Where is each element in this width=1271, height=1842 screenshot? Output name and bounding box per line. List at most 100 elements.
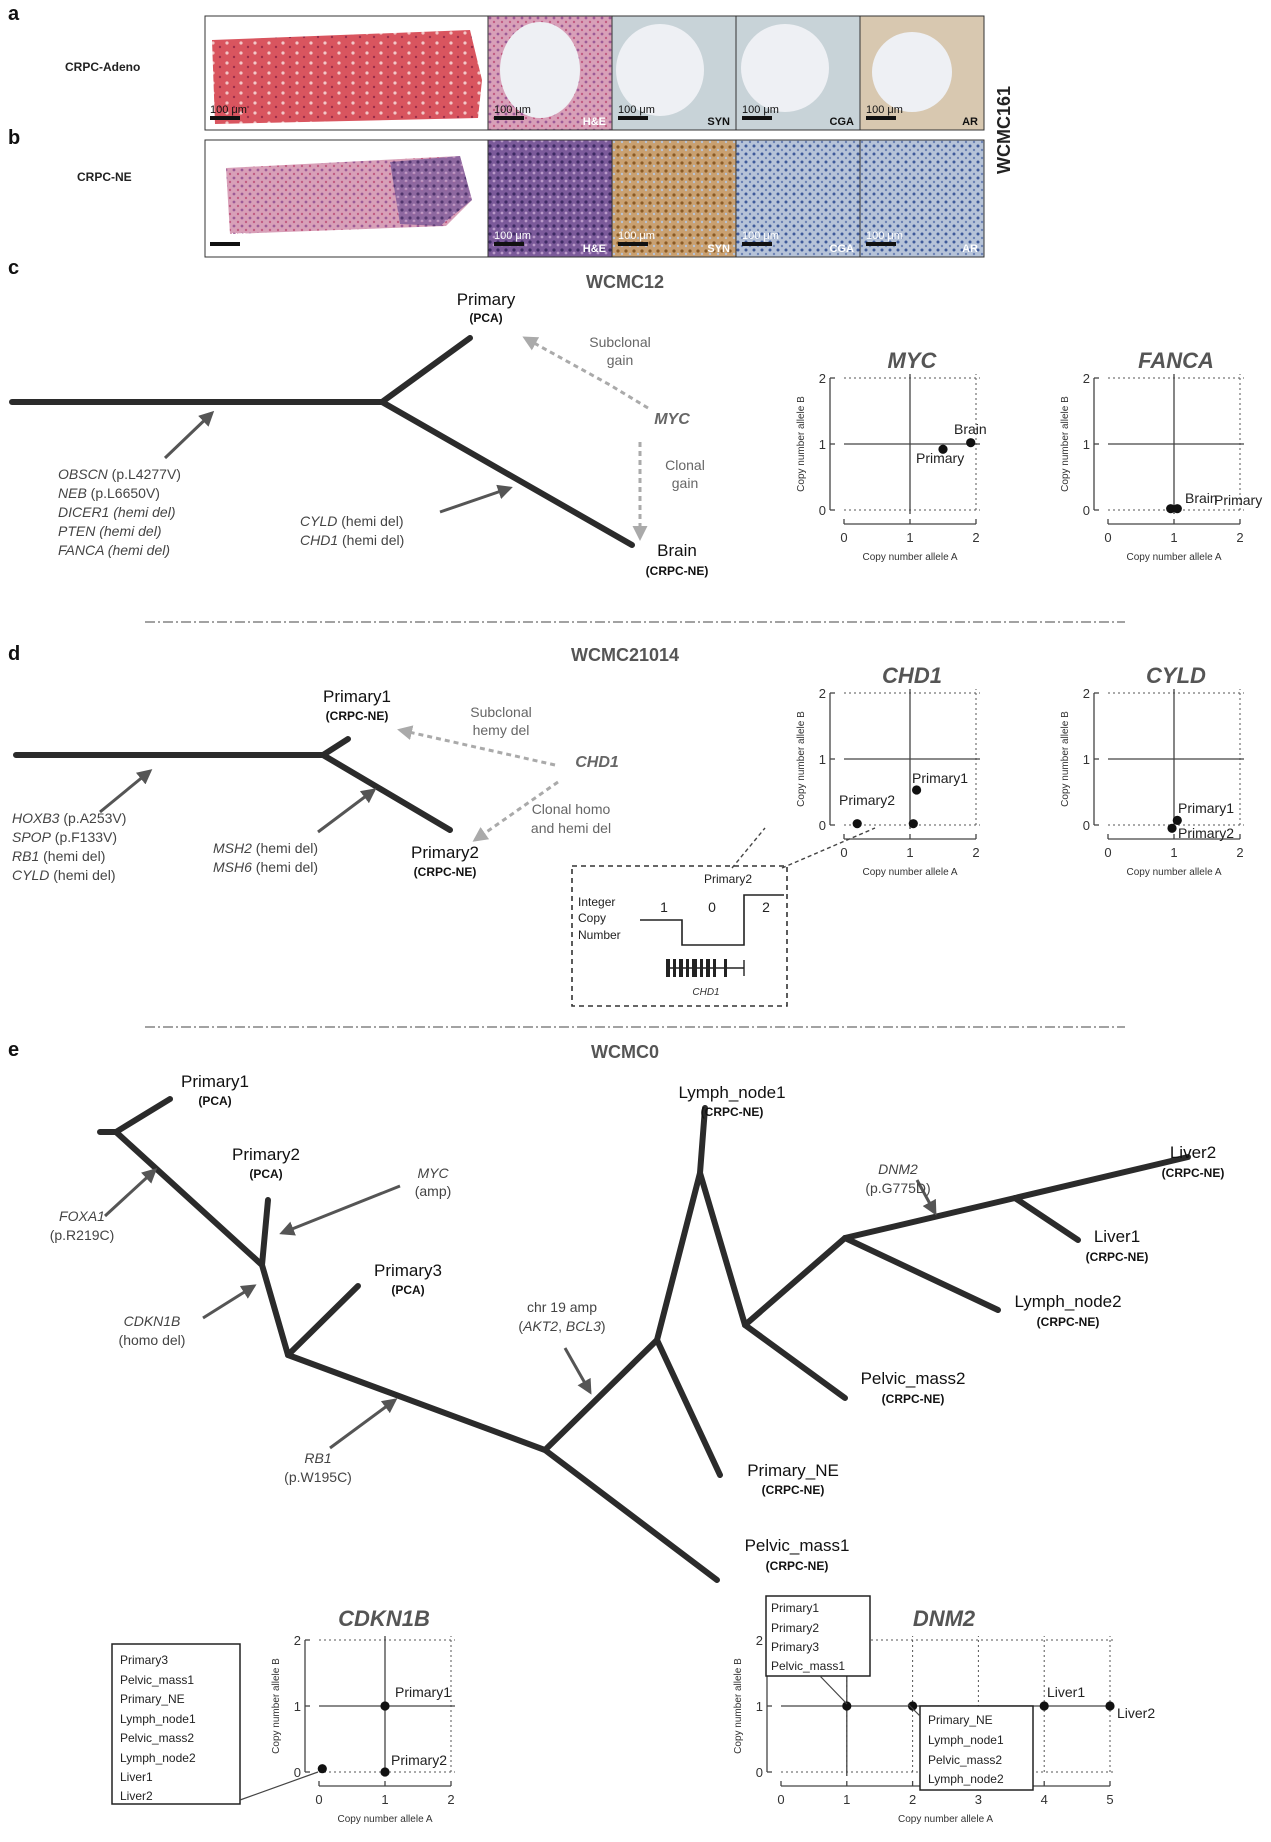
d-gene: CHD1 xyxy=(575,754,619,771)
stain-label: SYN xyxy=(707,116,730,128)
e-myc-rest: (amp) xyxy=(415,1183,452,1199)
sample-name: Liver1 xyxy=(120,1770,153,1784)
c-subclonal-2: gain xyxy=(607,352,633,368)
mut-line: SPOP (p.F133V) xyxy=(12,829,117,845)
sample-name: Primary2 xyxy=(771,1621,819,1635)
e-arrow-cdkn1b xyxy=(203,1286,254,1318)
y-axis-label: Copy number allele B xyxy=(733,1658,744,1754)
e-arrow-foxa1 xyxy=(105,1170,155,1216)
x-tick-label: 2 xyxy=(1236,530,1243,545)
x-tick-label: 4 xyxy=(1041,1792,1048,1807)
e-node-liver1: Liver1 xyxy=(1094,1227,1140,1246)
y-tick-label: 0 xyxy=(819,818,826,833)
x-tick-label: 2 xyxy=(1236,845,1243,860)
y-tick-label: 2 xyxy=(294,1633,301,1648)
c-clonal-2: gain xyxy=(672,475,698,491)
d-subclonal-1: Subclonal xyxy=(470,704,532,720)
e-arrow-chr19 xyxy=(565,1348,590,1392)
data-point xyxy=(912,785,921,794)
stain-label: CGA xyxy=(830,116,855,128)
e-branch-lymph-node1 xyxy=(657,1108,705,1340)
scale-bar-label: 100 μm xyxy=(210,104,247,116)
scale-bar xyxy=(618,116,648,120)
c-clonal-1: Clonal xyxy=(665,457,705,473)
e-node-primary-ne-sub: (CRPC-NE) xyxy=(762,1483,825,1497)
y-tick-label: 0 xyxy=(756,1765,763,1780)
point-label: Primary2 xyxy=(1178,825,1234,841)
c-node-primary: Primary xyxy=(457,290,516,309)
stain-label: AR xyxy=(962,116,978,128)
y-tick-label: 2 xyxy=(756,1633,763,1648)
scale-bar xyxy=(494,116,524,120)
x-axis-label: Copy number allele A xyxy=(337,1814,432,1825)
x-axis-label: Copy number allele A xyxy=(1126,552,1221,563)
scale-bar xyxy=(866,242,896,246)
e-rb1-gene: RB1 xyxy=(304,1450,331,1466)
e-foxa1-rest: (p.R219C) xyxy=(50,1227,115,1243)
chart-myc: MYC012012Copy number allele ACopy number… xyxy=(796,348,987,563)
x-tick-label: 0 xyxy=(840,845,847,860)
data-point xyxy=(1173,816,1182,825)
y-axis-label: Copy number allele B xyxy=(271,1658,282,1754)
chart-title: DNM2 xyxy=(913,1606,976,1631)
mut-line: OBSCN (p.L4277V) xyxy=(58,466,181,482)
mut-line: RB1 (hemi del) xyxy=(12,848,105,864)
e-node-primary2: Primary2 xyxy=(232,1145,300,1164)
e-cdkn1b-rest: (homo del) xyxy=(119,1332,186,1348)
sample-name: Lymph_node1 xyxy=(120,1712,196,1726)
panel-letter-c: c xyxy=(8,257,19,279)
inset-label-3: Number xyxy=(578,928,621,942)
panel-letter-a: a xyxy=(8,3,20,25)
d-branch-mutations: MSH2 (hemi del) MSH6 (hemi del) xyxy=(213,840,318,875)
e-node-primary1-sub: (PCA) xyxy=(198,1094,231,1108)
sample-name: Pelvic_mass1 xyxy=(120,1673,194,1687)
y-tick-label: 0 xyxy=(1083,818,1090,833)
data-point xyxy=(1173,504,1182,513)
e-node-lymph-node1-sub: (CRPC-NE) xyxy=(701,1105,764,1119)
point-label: Primary xyxy=(916,450,964,466)
mut-line: PTEN (hemi del) xyxy=(58,523,161,539)
d-branch-primary2 xyxy=(323,755,450,830)
stain-label: CGA xyxy=(830,243,855,255)
y-axis-label: Copy number allele B xyxy=(1060,711,1071,807)
point-label: Brain xyxy=(954,421,987,437)
chart-title: CYLD xyxy=(1146,663,1206,688)
mut-line: DICER1 (hemi del) xyxy=(58,504,176,520)
y-tick-label: 1 xyxy=(1083,752,1090,767)
e-branch-primary2 xyxy=(262,1200,268,1265)
row-b-label: CRPC-NE xyxy=(77,170,132,184)
sample-name: Pelvic_mass2 xyxy=(120,1731,194,1745)
c-arrow-brain xyxy=(440,488,510,512)
scale-bar-label: 100 μm xyxy=(866,104,903,116)
point-label: Primary1 xyxy=(912,770,968,786)
e-node-pelvic-mass2-sub: (CRPC-NE) xyxy=(882,1392,945,1406)
e-branch-liver1 xyxy=(1015,1198,1078,1240)
inset-level-1: 1 xyxy=(660,899,668,915)
mut-line: MSH2 (hemi del) xyxy=(213,840,318,856)
e-branch-pelvic-mass2 xyxy=(700,1173,845,1398)
scale-bar xyxy=(866,116,896,120)
x-tick-label: 0 xyxy=(1104,845,1111,860)
x-tick-label: 0 xyxy=(315,1792,322,1807)
scale-bar xyxy=(494,242,524,246)
chart-title: FANCA xyxy=(1138,348,1214,373)
scale-bar-label: 100 μm xyxy=(866,230,903,242)
sample-name: Lymph_node2 xyxy=(928,1772,1004,1786)
x-tick-label: 1 xyxy=(1170,845,1177,860)
stain-label: SYN xyxy=(707,243,730,255)
sample-name: Primary1 xyxy=(771,1601,819,1615)
y-axis-label: Copy number allele B xyxy=(796,396,807,492)
point-label: Liver1 xyxy=(1047,1684,1085,1700)
c-trunk-mutations: OBSCN (p.L4277V) NEB (p.L6650V) DICER1 (… xyxy=(58,466,181,558)
c-branch-brain xyxy=(382,402,632,545)
c-branch-primary xyxy=(12,338,470,402)
panel-letter-e: e xyxy=(8,1039,19,1061)
e-branch-primary1 xyxy=(100,1099,170,1132)
y-axis-label: Copy number allele B xyxy=(796,711,807,807)
point-label: Liver2 xyxy=(1117,1705,1155,1721)
e-rb1-rest: (p.W195C) xyxy=(284,1469,352,1485)
box-connector xyxy=(820,1676,847,1704)
histology-grid xyxy=(205,16,984,257)
chart-title: CDKN1B xyxy=(338,1606,430,1631)
e-branch-pelvic-mass1 xyxy=(288,1355,717,1580)
